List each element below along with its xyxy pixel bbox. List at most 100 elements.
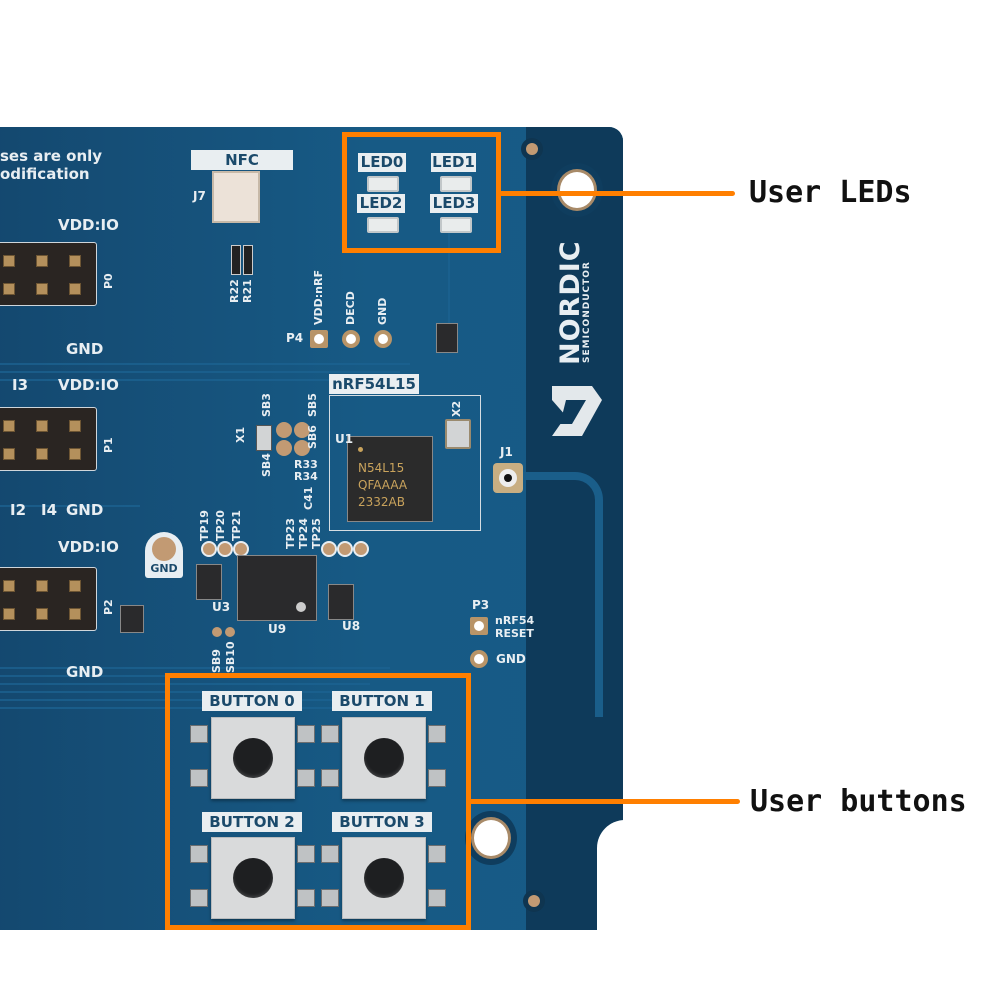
soc-frame-label: nRF54L15 [329, 374, 419, 394]
tp21-label: TP21 [230, 510, 243, 541]
j1-label: J1 [500, 445, 513, 459]
leds-highlight-box [342, 132, 501, 253]
button-3-cap[interactable] [364, 858, 404, 898]
sb3-label: SB3 [260, 393, 273, 417]
header-p1[interactable] [0, 407, 97, 471]
fiducial-bottom [528, 895, 540, 907]
user-buttons-callout: User buttons [750, 784, 967, 819]
p2-gnd-label: GND [66, 663, 104, 681]
u1-label: U1 [335, 432, 354, 446]
led1-label: LED1 [431, 153, 476, 172]
antenna-trace [495, 472, 603, 717]
led0 [367, 176, 399, 192]
p4-decd-label: DECD [344, 291, 357, 325]
p3-reset-pin[interactable] [470, 617, 488, 635]
user-leds-callout: User LEDs [749, 175, 912, 210]
u9-label: U9 [268, 622, 287, 636]
tp19[interactable] [201, 541, 217, 557]
sb6-label: SB6 [306, 425, 319, 449]
u8-label: U8 [342, 619, 361, 633]
p4-pin-vddnrf[interactable] [310, 330, 328, 348]
led3-label: LED3 [430, 194, 478, 213]
r34-label: R34 [294, 470, 318, 483]
nrf54l15-chip: N54L15 QFAAAA 2332AB [347, 436, 433, 522]
p0-gnd-label: GND [66, 340, 104, 358]
sb10-label: SB10 [224, 641, 237, 673]
nfc-connector[interactable] [212, 171, 260, 223]
gnd-pad-label: GND [150, 562, 178, 575]
button0-label: BUTTON 0 [202, 691, 302, 711]
p1-i3-label: I3 [12, 376, 29, 394]
tp20-label: TP20 [214, 510, 227, 541]
p2-vddio-label: VDD:IO [58, 538, 119, 556]
tp19-label: TP19 [198, 510, 211, 541]
semiconductor-logo-text: SEMICONDUCTOR [582, 261, 592, 363]
board-notch [597, 820, 637, 935]
p3-nrf54-label: nRF54 [495, 614, 535, 627]
notice-text-line1: ses are only [0, 147, 103, 165]
p4-gnd-label: GND [376, 297, 389, 325]
button-1[interactable] [342, 717, 426, 799]
tp23-label: TP23 [284, 518, 297, 549]
button-1-cap[interactable] [364, 738, 404, 778]
notice-text-line2: odification [0, 165, 90, 183]
c41-label: C41 [302, 486, 315, 510]
tp25[interactable] [353, 541, 369, 557]
button-0-cap[interactable] [233, 738, 273, 778]
ic-u3 [196, 564, 222, 600]
crystal-x1 [256, 425, 272, 451]
ic-small-left [120, 605, 144, 633]
pcb-board: NORDIC SEMICONDUCTOR ses are only odific… [0, 127, 623, 930]
button2-label: BUTTON 2 [202, 812, 302, 832]
j7-label: J7 [193, 189, 206, 203]
p2-label: P2 [102, 599, 115, 615]
nordic-logo-icon [552, 386, 602, 436]
soc-marking-2: QFAAAA [358, 478, 408, 492]
fiducial-top [526, 143, 538, 155]
led3 [440, 217, 472, 233]
button-2[interactable] [211, 837, 295, 919]
p4-vddnrf-label: VDD:nRF [312, 270, 325, 325]
ic-u9 [237, 555, 317, 621]
tp24-label: TP24 [297, 518, 310, 549]
buttons-highlight-box [165, 673, 471, 930]
header-p2[interactable] [0, 567, 97, 631]
button-0[interactable] [211, 717, 295, 799]
led0-label: LED0 [358, 153, 406, 172]
soc-marking-1: N54L15 [358, 461, 405, 475]
p0-vddio-label: VDD:IO [58, 216, 119, 234]
led2 [367, 217, 399, 233]
r33-label: R33 [294, 458, 318, 471]
small-ic [436, 323, 458, 353]
tp20[interactable] [217, 541, 233, 557]
p1-label: P1 [102, 437, 115, 453]
r21-label: R21 [241, 279, 254, 303]
u3-label: U3 [212, 600, 231, 614]
button-2-cap[interactable] [233, 858, 273, 898]
header-p0[interactable] [0, 242, 97, 306]
soc-frame [329, 395, 481, 531]
nfc-label: NFC [191, 150, 293, 170]
sb4-label: SB4 [260, 453, 273, 477]
p1-vddio-label: VDD:IO [58, 376, 119, 394]
board-edge-strip [526, 127, 623, 930]
tp24[interactable] [337, 541, 353, 557]
button-3[interactable] [342, 837, 426, 919]
p3-gnd-pin[interactable] [470, 650, 488, 668]
p1-i2-label: I2 [10, 501, 27, 519]
sb9-label: SB9 [210, 649, 223, 673]
mounting-hole-top [557, 169, 597, 211]
p3-label: P3 [472, 598, 490, 612]
rf-connector-j1[interactable] [493, 463, 523, 493]
gnd-test-pad[interactable]: GND [145, 532, 183, 578]
led1 [440, 176, 472, 192]
tp23[interactable] [321, 541, 337, 557]
p4-pin-decd[interactable] [342, 330, 360, 348]
p4-pin-gnd[interactable] [374, 330, 392, 348]
p1-i4-label: I4 [41, 501, 58, 519]
p3-reset-label: RESET [495, 627, 534, 640]
crystal-x2 [445, 419, 471, 449]
leds-callout-line [499, 191, 735, 196]
mounting-hole-bottom [471, 817, 511, 859]
button3-label: BUTTON 3 [332, 812, 432, 832]
